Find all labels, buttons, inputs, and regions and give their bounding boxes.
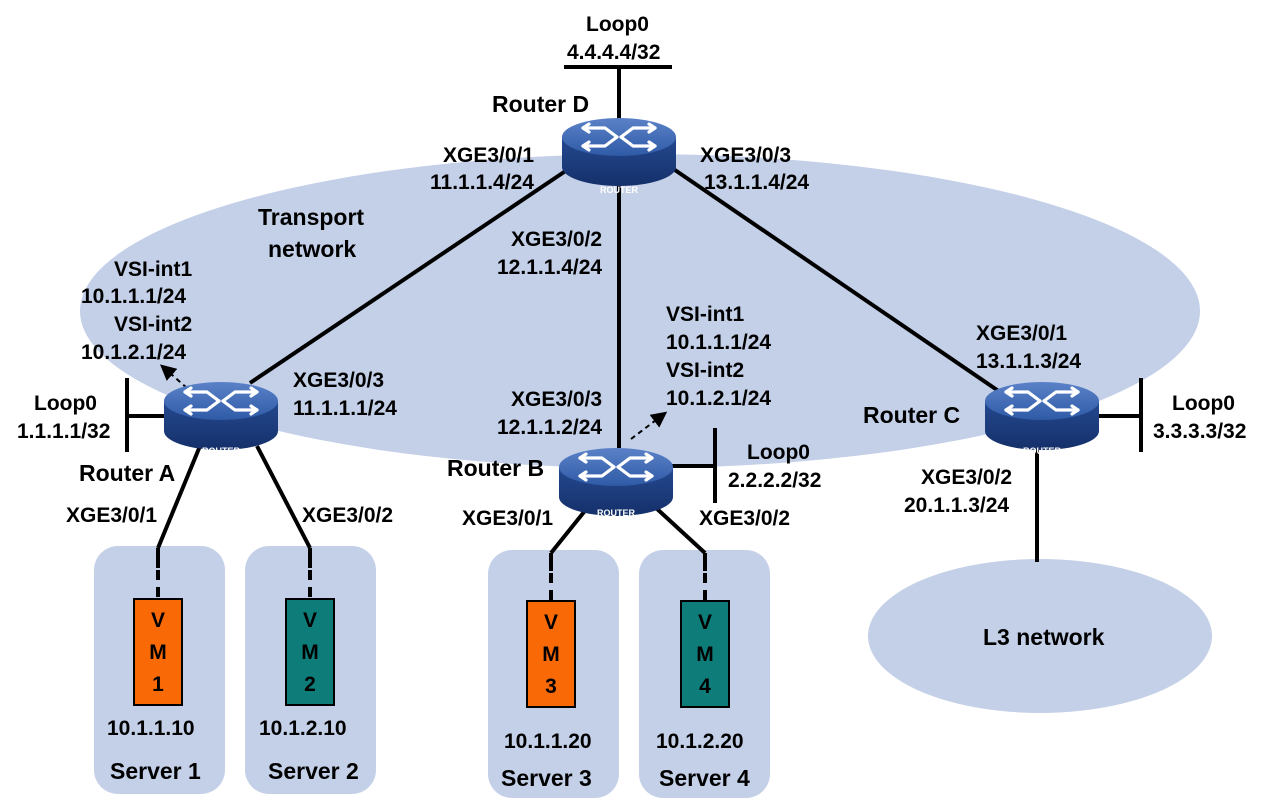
router-b-vsi1-ip: 10.1.1.1/24 xyxy=(666,331,772,354)
router-d-if3-ip: 13.1.1.4/24 xyxy=(704,171,810,194)
router-b-down1: XGE3/0/1 xyxy=(462,507,554,530)
server-2-ip: 10.1.2.10 xyxy=(259,717,347,740)
vm-1-label-l1: V xyxy=(150,609,165,632)
l3-network-cloud xyxy=(868,559,1212,713)
router-a-down2: XGE3/0/2 xyxy=(302,504,394,527)
vm-2-label-l1: V xyxy=(302,609,317,632)
server-4-ip: 10.1.2.20 xyxy=(656,730,744,753)
vm-3-box xyxy=(526,600,576,708)
router-b-up-ip: 12.1.1.2/24 xyxy=(497,416,603,439)
link-a-d xyxy=(248,166,572,385)
router-c-down-ip: 20.1.1.3/24 xyxy=(904,494,1010,517)
transport-network-line1: Transport xyxy=(258,204,365,230)
router-b-down2: XGE3/0/2 xyxy=(699,507,791,530)
router-b-up-name: XGE3/0/3 xyxy=(511,388,603,411)
vm-4-label-l3: 4 xyxy=(699,675,711,698)
transport-network-line2: network xyxy=(268,236,357,262)
link-c-d xyxy=(670,166,1002,394)
transport-network-cloud xyxy=(80,154,1200,468)
router-a-name: Router A xyxy=(79,460,176,486)
vm-4-label-l2: M xyxy=(696,643,714,666)
router-a-loop-ip: 1.1.1.1/32 xyxy=(17,420,111,443)
router-b-loop-name: Loop0 xyxy=(747,441,810,464)
router-b-vsi2-name: VSI-int2 xyxy=(666,359,745,382)
router-d-if3-name: XGE3/0/3 xyxy=(700,144,792,167)
router-c-down-name: XGE3/0/2 xyxy=(921,466,1013,489)
router-a-badge: ROUTER xyxy=(202,446,241,456)
router-d-badge: ROUTER xyxy=(600,185,639,195)
vm-3-label-l3: 3 xyxy=(545,675,557,698)
link-b-server4 xyxy=(653,505,707,555)
server-4-name: Server 4 xyxy=(659,765,750,791)
router-d-if2-ip: 12.1.1.4/24 xyxy=(497,256,603,279)
router-d-if2-name: XGE3/0/2 xyxy=(511,228,603,251)
router-a-down1: XGE3/0/1 xyxy=(66,504,158,527)
router-a-vsi2-ip: 10.1.2.1/24 xyxy=(81,341,187,364)
router-c-badge: ROUTER xyxy=(1023,446,1062,456)
vsi-arrow-b xyxy=(630,411,668,440)
router-b-icon xyxy=(557,446,675,518)
router-a-icon xyxy=(162,380,280,452)
vm-4-box xyxy=(680,600,730,708)
router-d-name: Router D xyxy=(492,91,590,117)
router-c-icon xyxy=(983,380,1101,452)
vm-1-label-l2: M xyxy=(149,641,167,664)
router-b-vsi2-ip: 10.1.2.1/24 xyxy=(666,387,772,410)
router-a-up-ip: 11.1.1.1/24 xyxy=(293,397,397,420)
router-b-badge: ROUTER xyxy=(597,508,636,518)
router-d-loop-name: Loop0 xyxy=(586,13,649,36)
router-a-vsi1-name: VSI-int1 xyxy=(114,258,193,281)
vm-2-label-l3: 2 xyxy=(304,673,316,696)
router-a-vsi1-ip: 10.1.1.1/24 xyxy=(81,285,187,308)
link-b-server3 xyxy=(549,505,590,555)
link-a-server1 xyxy=(156,445,202,549)
server-1-name: Server 1 xyxy=(110,758,201,784)
server-3-name: Server 3 xyxy=(501,765,592,791)
router-c-name: Router C xyxy=(863,402,961,428)
server-2-name: Server 2 xyxy=(268,758,359,784)
router-d-if1-name: XGE3/0/1 xyxy=(443,144,535,167)
router-c-up-ip: 13.1.1.3/24 xyxy=(976,350,1082,373)
vm-1-label-l3: 1 xyxy=(152,673,164,696)
link-a-server2 xyxy=(255,445,312,549)
router-d-icon xyxy=(560,116,678,188)
server-3-ip: 10.1.1.20 xyxy=(504,730,592,753)
vm-4-label-l1: V xyxy=(697,611,712,634)
vm-2-label-l2: M xyxy=(301,641,319,664)
router-c-loop-name: Loop0 xyxy=(1172,392,1235,415)
vm-2-box xyxy=(285,598,335,706)
router-c-up-name: XGE3/0/1 xyxy=(976,322,1068,345)
vm-3-label-l2: M xyxy=(542,643,560,666)
router-a-loop-name: Loop0 xyxy=(34,392,97,415)
router-b-vsi1-name: VSI-int1 xyxy=(666,303,745,326)
server-1-ip: 10.1.1.10 xyxy=(107,717,195,740)
router-c-loop-ip: 3.3.3.3/32 xyxy=(1153,420,1247,443)
router-d-if1-ip: 11.1.1.4/24 xyxy=(430,171,534,194)
router-b-name: Router B xyxy=(447,455,545,481)
router-a-vsi2-name: VSI-int2 xyxy=(114,313,193,336)
router-a-up-name: XGE3/0/3 xyxy=(293,369,385,392)
vm-3-label-l1: V xyxy=(543,611,558,634)
router-b-loop-ip: 2.2.2.2/32 xyxy=(728,469,822,492)
l3-network-label: L3 network xyxy=(983,624,1105,650)
router-d-loop-ip: 4.4.4.4/32 xyxy=(567,41,661,64)
vm-1-box xyxy=(133,598,183,706)
